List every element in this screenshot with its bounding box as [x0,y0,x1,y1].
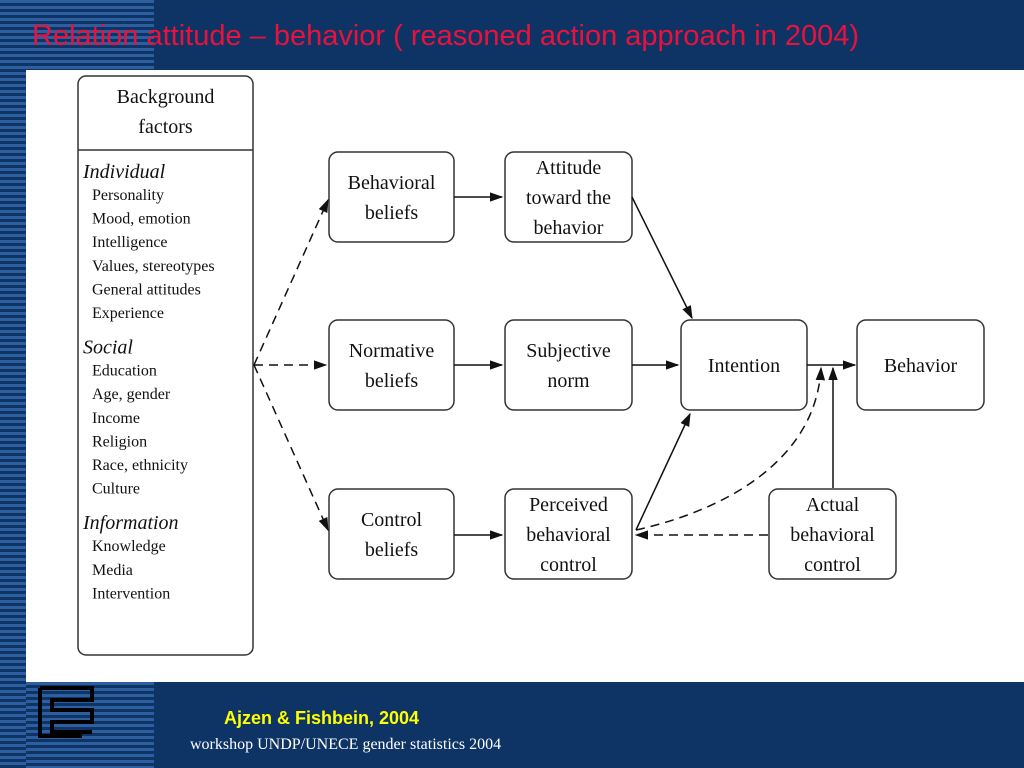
background-group-item: Experience [92,305,164,322]
node-normative-beliefs: Normative beliefs [328,319,455,411]
background-factors-box [77,75,254,656]
left-stripe-decoration [0,0,26,768]
node-label-line: toward the [526,187,611,209]
node-attitude: Attitude toward the behavior [504,151,633,243]
background-group-item: Media [92,562,133,579]
slide-title: Relation attitude – behavior ( reasoned … [32,20,860,52]
background-factors-header-line: Background [117,86,215,108]
node-box [768,488,897,580]
background-group-item: Culture [92,481,140,498]
node-perceived-control: Perceived behavioral control [504,488,633,580]
node-label-line: behavioral [526,524,611,546]
top-stripe-decoration [26,0,154,70]
background-group-item: Religion [92,433,147,450]
arrow-bg-to-control-beliefs [253,364,329,532]
node-subjective-norm: Subjective norm [504,319,633,411]
node-box [328,319,455,411]
node-box [504,488,633,580]
arrow-perceived-to-link [635,366,826,531]
background-group-item: Race, ethnicity [92,457,188,474]
background-group-item: Intervention [92,585,170,602]
node-label-line: control [540,554,597,576]
node-label-line: control [804,554,861,576]
node-box [328,488,455,580]
node-behavior: Behavior [856,319,985,411]
background-group-item: Mood, emotion [92,211,191,228]
node-actual-control: Actual behavioral control [768,488,897,580]
background-group-item: General attitudes [92,281,201,298]
diagram-arrows [253,192,857,540]
background-group-item: Age, gender [92,386,171,403]
reasoned-action-diagram: Background factors IndividualPersonalityM… [77,75,985,656]
background-group-name: Social [83,337,133,359]
node-behavioral-beliefs: Behavioral beliefs [328,151,455,243]
node-label-line: Behavior [884,355,958,377]
arrow-perceived-to-intention [635,412,691,531]
background-factors-header-line: factors [138,116,193,138]
arrow-attitude-to-intention [631,196,693,320]
node-label-line: Subjective [526,340,611,362]
node-label-line: beliefs [365,539,419,561]
background-group-name: Information [82,512,179,534]
node-label-line: behavioral [790,524,875,546]
node-control-beliefs: Control beliefs [328,488,455,580]
arrow-bg-to-behavioral-beliefs [253,198,329,366]
node-label-line: beliefs [365,370,419,392]
background-group-item: Education [92,363,157,380]
footer-citation: Ajzen & Fishbein, 2004 [224,708,420,728]
background-group-item: Intelligence [92,234,168,251]
node-box [504,319,633,411]
background-group-item: Personality [92,187,164,204]
node-label-line: behavior [534,217,604,239]
node-box [328,151,455,243]
node-label-line: Perceived [529,494,608,516]
background-group-item: Knowledge [92,538,166,555]
maze-logo-icon [38,686,94,738]
node-label-line: beliefs [365,202,419,224]
node-intention: Intention [680,319,808,411]
footer-event: workshop UNDP/UNECE gender statistics 20… [190,736,502,753]
background-group-item: Income [92,410,140,427]
node-label-line: Intention [708,355,780,377]
node-label-line: Attitude [536,157,602,179]
background-factors-header: Background factors [117,86,215,138]
node-label-line: Control [361,509,423,531]
node-label-line: norm [547,370,590,392]
background-group-item: Values, stereotypes [92,258,215,275]
node-label-line: Actual [806,494,860,516]
diagram-nodes: BehavioralbeliefsNormativebeliefsControl… [328,151,985,580]
node-label-line: Normative [349,340,435,362]
background-group-name: Individual [82,161,166,183]
node-label-line: Behavioral [348,172,436,194]
node-box [856,319,985,411]
